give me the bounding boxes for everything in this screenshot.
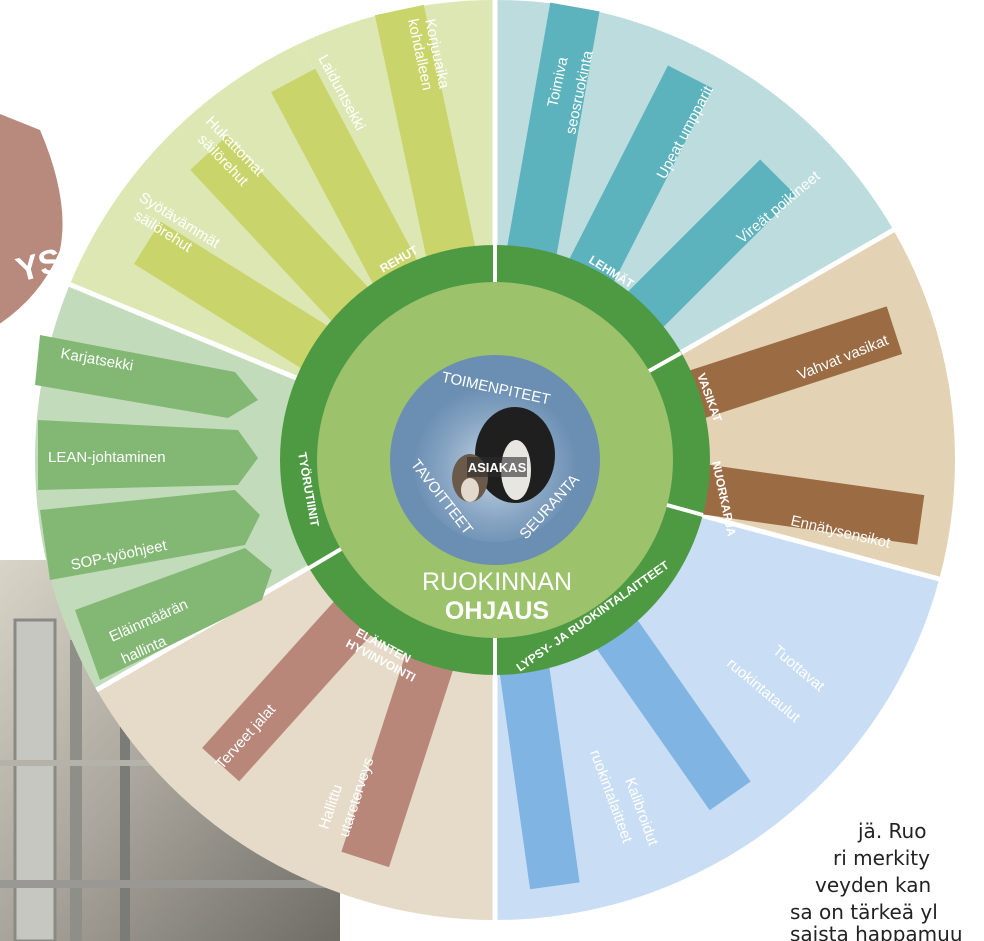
body-line-4: sa on tärkeä yl: [790, 900, 938, 924]
arrow-hukattomat: [190, 135, 376, 333]
arrow-laiduntsekki: [271, 68, 421, 306]
cow-icon: [452, 407, 555, 503]
center-title-2: OHJAUS: [445, 597, 549, 625]
vasikat-arrows: [661, 306, 925, 545]
body-line-1: jä. Ruo: [857, 819, 926, 843]
side-tab: YS: [0, 114, 66, 324]
ring-dividers: [307, 245, 704, 675]
arrow-karjatsekki: [35, 335, 258, 418]
core-label-bg: [467, 457, 527, 477]
lehmat-arrows: [505, 2, 796, 337]
body-line-2: ri merkity: [833, 846, 930, 870]
arrow-elainmaara: [75, 548, 272, 680]
body-text-fragment: jä. Ruo ri merkity veyden kan sa on tärk…: [790, 819, 963, 941]
arrow-syotavammat: [134, 221, 343, 370]
label-lean: LEAN-johtaminen: [48, 449, 166, 466]
rehut-arrows: [134, 4, 477, 370]
arrow-korjuuaika: [374, 4, 477, 289]
elainten-arrows: [202, 590, 456, 868]
core-label: ASIAKAS: [468, 460, 527, 475]
arrow-lean: [38, 420, 258, 490]
body-line-5: saista happamuu: [790, 922, 963, 941]
tyo-arrows: [35, 335, 272, 680]
lypsy-arrows: [498, 603, 751, 890]
body-line-3: veyden kan: [815, 873, 931, 897]
center-title-1: RUOKINNAN: [422, 568, 572, 596]
arrow-sop: [40, 490, 260, 580]
